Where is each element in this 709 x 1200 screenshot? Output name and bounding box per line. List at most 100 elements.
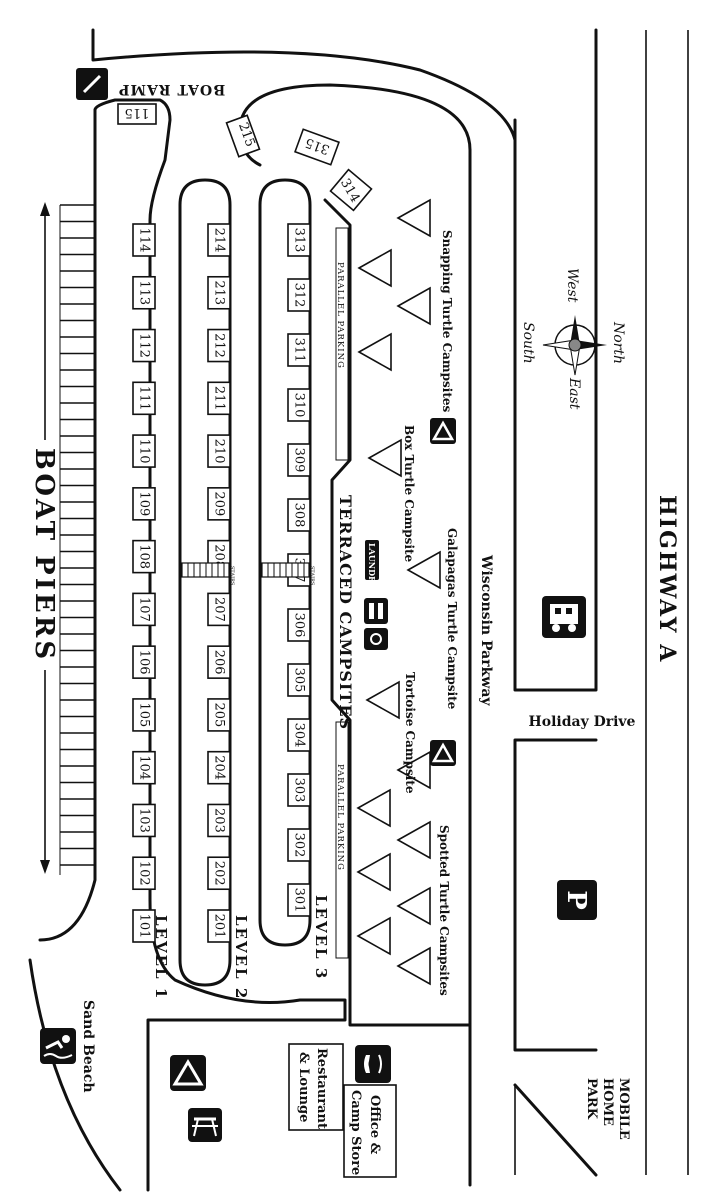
level-1-label: LEVEL 1 [152, 915, 170, 1000]
campsite-313[interactable]: 313 [287, 223, 311, 257]
campsite-311[interactable]: 311 [287, 333, 311, 367]
restroom-icon [364, 598, 388, 624]
campsite-label: 202 [212, 861, 227, 886]
snapping-turtle-label: Snapping Turtle Campsites [440, 230, 454, 412]
campsite-label: 106 [137, 650, 152, 675]
campsite-label: 105 [137, 703, 152, 728]
campsite-207[interactable]: 207 [207, 592, 231, 627]
tent-marker [367, 438, 402, 478]
campsite-108[interactable]: 108 [132, 539, 156, 574]
campsite-label: 312 [292, 283, 307, 308]
laundry-label: LAUNDRY [367, 543, 377, 588]
tent-marker [356, 788, 391, 828]
tent-marker [356, 916, 391, 956]
campsite-205[interactable]: 205 [207, 698, 231, 732]
campsite-303[interactable]: 303 [287, 773, 311, 807]
tent-markers [356, 198, 441, 986]
tent-marker [396, 198, 431, 238]
campsite-101[interactable]: 101 [132, 909, 156, 943]
campsite-114[interactable]: 114 [132, 223, 156, 257]
site-215[interactable]: 215 [225, 114, 261, 158]
campsite-312[interactable]: 312 [287, 278, 311, 312]
campsite-label: 205 [212, 703, 227, 728]
stairs-level-2 [181, 562, 230, 578]
site-315[interactable]: 315 [294, 128, 340, 166]
campsite-304[interactable]: 304 [287, 718, 311, 752]
campsite-214[interactable]: 214 [207, 223, 231, 257]
campsite-309[interactable]: 309 [287, 443, 311, 477]
campsite-209[interactable]: 209 [207, 487, 231, 521]
campsite-label: 201 [212, 914, 227, 939]
spotted-turtle-label: Spotted Turtle Campsites [437, 825, 451, 996]
campsite-111[interactable]: 111 [132, 381, 156, 416]
site-314[interactable]: 314 [329, 168, 373, 212]
campsite-109[interactable]: 109 [132, 487, 156, 521]
parking-icon [557, 880, 597, 920]
campsite-213[interactable]: 213 [207, 275, 231, 310]
compass-south: South [520, 322, 536, 364]
stairs-level-3 [261, 562, 310, 578]
campsite-label: 206 [212, 650, 227, 675]
campsite-106[interactable]: 106 [132, 645, 156, 679]
box-turtle-label: Box Turtle Campsite [402, 425, 416, 563]
campsite-310[interactable]: 310 [287, 388, 311, 422]
boat-piers-label: BOAT PIERS [29, 448, 59, 662]
campsite-label: 303 [292, 778, 307, 803]
campsite-label: 311 [292, 338, 307, 363]
tent-marker [396, 750, 431, 790]
campsite-104[interactable]: 104 [132, 750, 156, 785]
campsite-label: 203 [212, 808, 227, 833]
campsite-label: 306 [292, 613, 307, 638]
shower-icon [364, 628, 388, 650]
boat-piers-arrow [40, 202, 50, 874]
campsite-102[interactable]: 102 [132, 856, 156, 891]
campsite-label: 111 [137, 386, 152, 411]
campsite-212[interactable]: 212 [207, 328, 231, 363]
campsite-204[interactable]: 204 [207, 750, 231, 785]
campsite-label: 113 [137, 280, 152, 305]
restaurant-box [288, 1043, 344, 1131]
tent-marker [406, 550, 441, 590]
office-label-2: Camp Store [348, 1090, 363, 1175]
compass-east: East [566, 377, 582, 410]
stairs-label-a: STAIRS [229, 566, 235, 586]
campsite-110[interactable]: 110 [132, 434, 156, 468]
campsite-label: 108 [137, 544, 152, 569]
tent-icon [170, 1055, 206, 1091]
campsite-306[interactable]: 306 [287, 608, 311, 642]
campsite-201[interactable]: 201 [207, 909, 231, 943]
laundry-badge [365, 540, 379, 580]
campsite-113[interactable]: 113 [132, 275, 156, 310]
mobile-home-label-2: HOME [600, 1078, 615, 1126]
campsite-label: 209 [212, 491, 227, 516]
campsite-308[interactable]: 308 [287, 498, 311, 532]
tent-marker [365, 680, 400, 720]
parallel-parking-label-2: PARALLEL PARKING [335, 764, 345, 871]
campsite-202[interactable]: 202 [207, 856, 231, 891]
office-label-1: Office & [367, 1095, 382, 1155]
campsite-107[interactable]: 107 [132, 592, 156, 627]
site-115[interactable]: 115 [117, 103, 157, 125]
campsite-103[interactable]: 103 [132, 803, 156, 838]
campsite-label: 308 [292, 503, 307, 528]
campsite-label: 305 [292, 668, 307, 693]
rv-icon [542, 596, 586, 638]
campsite-203[interactable]: 203 [207, 803, 231, 838]
highway-a-label: HIGHWAY A [654, 495, 680, 663]
campsite-105[interactable]: 105 [132, 698, 156, 732]
campsite-label: 210 [212, 439, 227, 464]
campsite-112[interactable]: 112 [132, 328, 156, 363]
campsite-206[interactable]: 206 [207, 645, 231, 679]
campsite-211[interactable]: 211 [207, 381, 231, 416]
parallel-parking-strip-1 [335, 227, 349, 461]
campsite-label: 304 [292, 723, 307, 748]
campsite-302[interactable]: 302 [287, 828, 311, 862]
tent-marker [357, 248, 392, 288]
campsite-305[interactable]: 305 [287, 663, 311, 697]
campsite-301[interactable]: 301 [287, 883, 311, 917]
parallel-parking-strip-2 [335, 721, 349, 959]
tent-marker [396, 820, 431, 860]
restaurant-label-1: Restaurant [314, 1048, 329, 1129]
campsite-label: 110 [137, 439, 152, 464]
campsite-210[interactable]: 210 [207, 434, 231, 468]
